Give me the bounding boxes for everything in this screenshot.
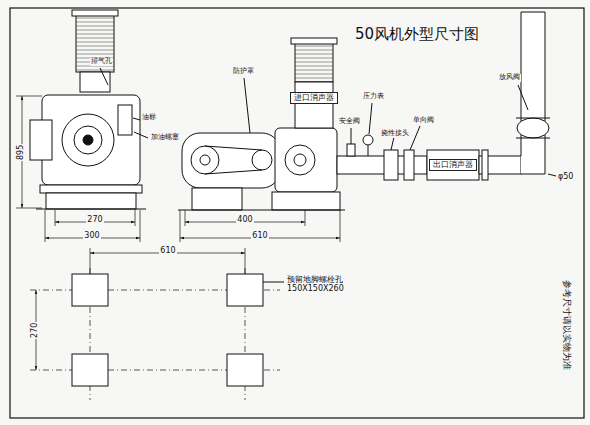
outlet-piping: [337, 12, 556, 180]
part-label: 加油螺塞: [150, 134, 180, 142]
part-label: 单向阀: [412, 117, 435, 125]
end-view: [30, 10, 148, 209]
note-text: 参考尺寸请以实物为准: [561, 279, 571, 371]
dimension-text: 610: [251, 232, 268, 241]
part-label: 预留地脚螺栓孔 150X150X260: [286, 276, 368, 294]
part-label: 防护罩: [232, 68, 255, 76]
dimension-text: 300: [83, 232, 100, 241]
side-view: [178, 38, 345, 210]
part-label: 放风阀: [498, 74, 521, 82]
part-label: 安全阀: [338, 118, 361, 126]
part-label: 挠性接头: [380, 130, 410, 138]
part-label: 油标: [141, 114, 157, 122]
node-text: 进口消声器: [294, 94, 334, 103]
dimension-text: 400: [236, 216, 253, 225]
part-label: 压力表: [362, 93, 385, 101]
dimension-text: 270: [32, 321, 41, 338]
dimension-text: 895: [18, 143, 27, 160]
silencer-label-box: 出口消声器: [429, 159, 477, 172]
silencer-label-box: 进口消声器: [290, 92, 338, 105]
dimension-text: 610: [159, 247, 176, 256]
drawing-title: 50风机外型尺寸图: [355, 26, 479, 43]
part-label: 排气孔: [90, 58, 113, 66]
foundation-plan: [30, 265, 395, 400]
node-text: 出口消声器: [433, 161, 473, 170]
dimension-text: φ50: [557, 173, 574, 182]
dimension-lines: [16, 96, 340, 370]
dimension-text: 270: [86, 216, 103, 225]
